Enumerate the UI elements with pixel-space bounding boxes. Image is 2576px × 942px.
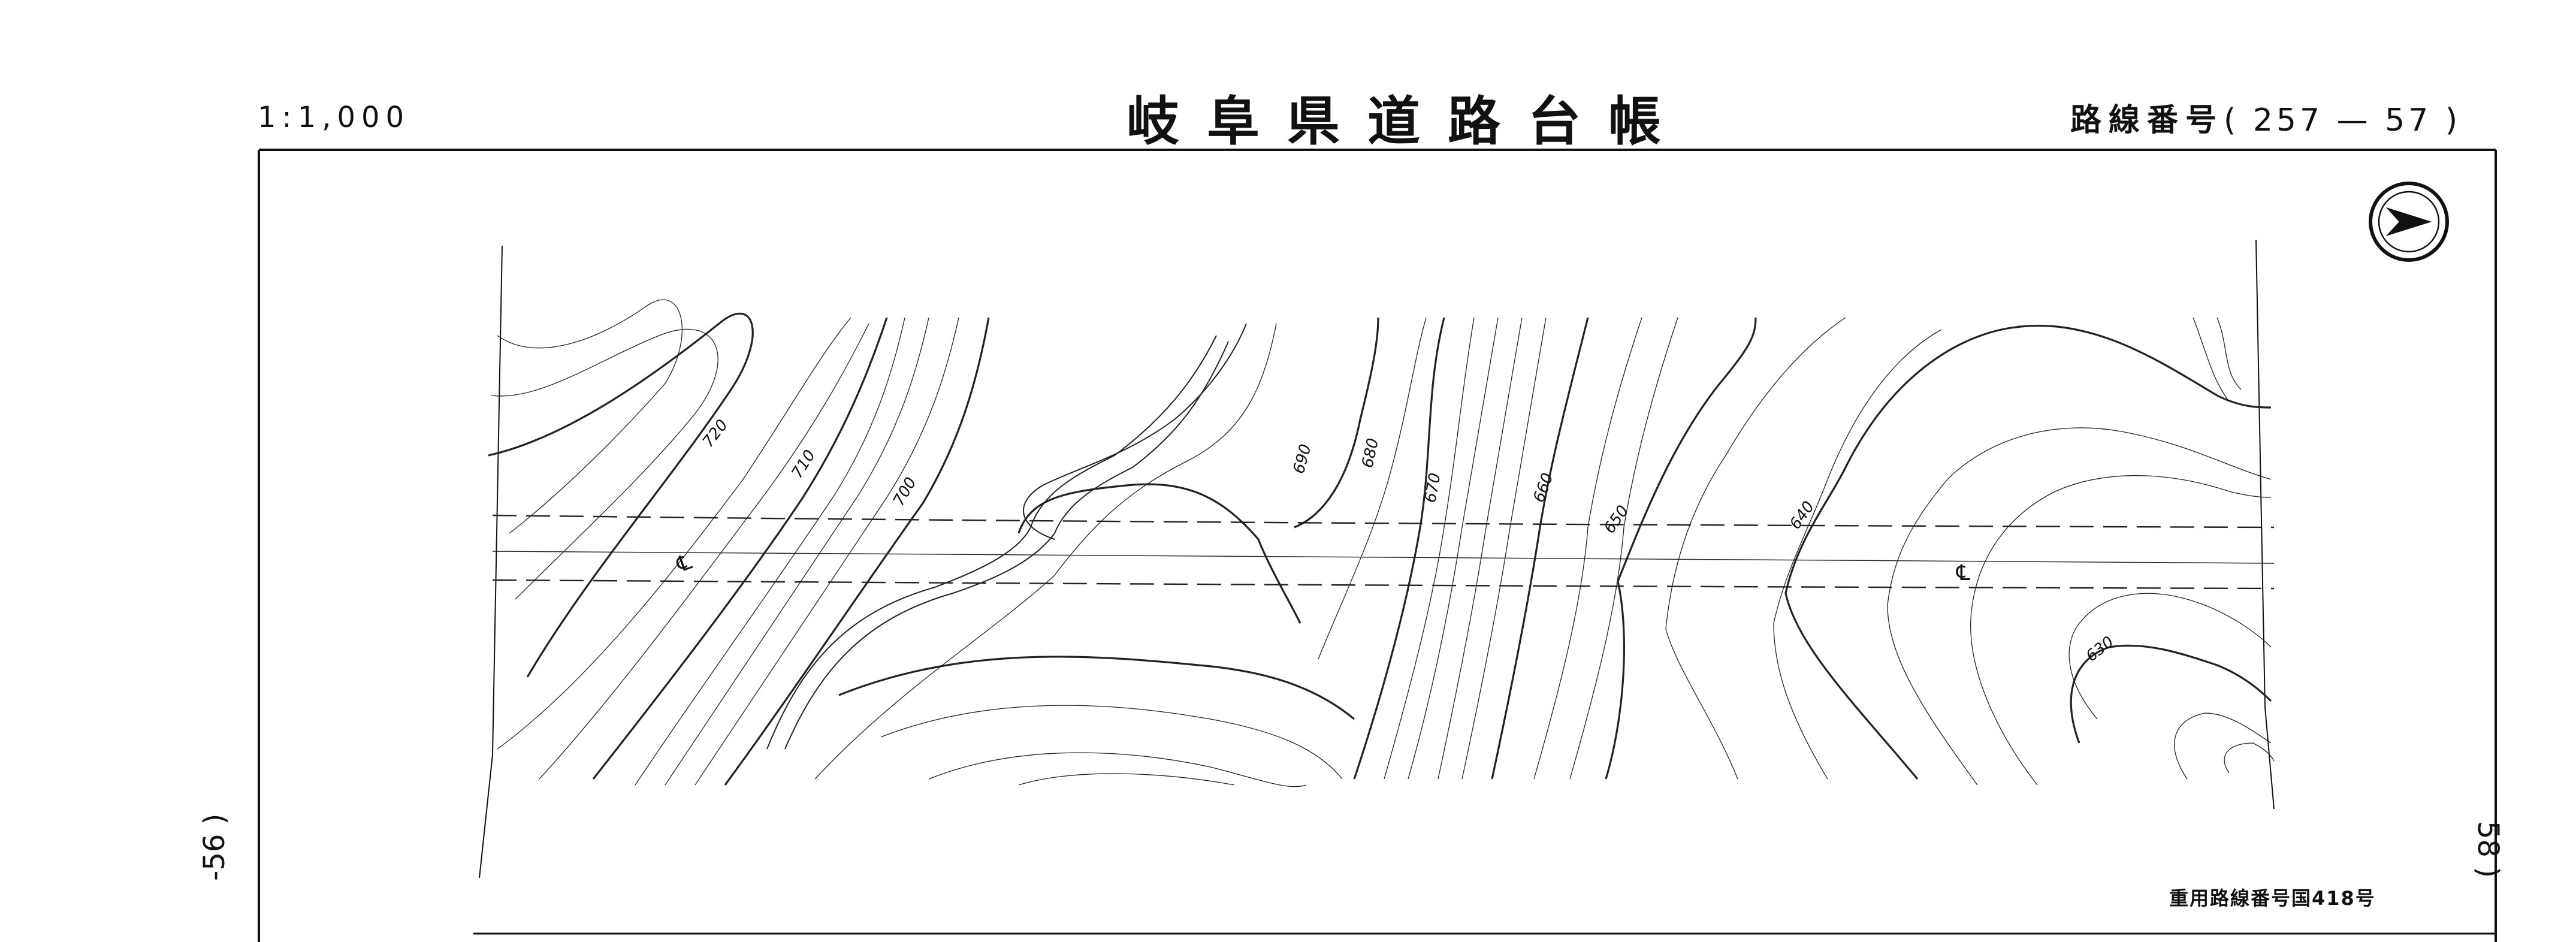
contour-label-700: 700 — [890, 475, 920, 509]
road-strip — [766, 323, 1247, 750]
route-centerline — [492, 551, 2275, 564]
sheet-frame — [258, 149, 2497, 942]
contour-label-720: 720 — [699, 416, 732, 451]
route-number-label: 路線番号 — [2070, 102, 2224, 138]
centerline-marker-left: ℄ — [673, 550, 695, 578]
route-edge-upper — [492, 514, 2275, 529]
north-arrow-icon — [2369, 182, 2449, 262]
contour-label-640: 640 — [1786, 498, 1818, 533]
contour-label-710: 710 — [788, 447, 819, 482]
centerline-marker-right: ℄ — [1956, 561, 1970, 585]
contour-label-680: 680 — [1359, 437, 1383, 470]
contour-label-660: 660 — [1530, 470, 1557, 505]
centerline-markers: ℄ ℄ — [673, 550, 1970, 585]
contour-lines — [488, 299, 2275, 787]
route-edge-lower — [492, 579, 2275, 590]
route-band — [492, 514, 2275, 590]
survey-boundary — [479, 239, 2275, 878]
route-number: 路線番号( 257 — 57 ) — [2070, 95, 2461, 140]
contour-label-690: 690 — [1290, 442, 1315, 476]
route-number-value: ( 257 — 57 ) — [2224, 102, 2462, 138]
contour-label-670: 670 — [1421, 472, 1444, 504]
page-title: 岐阜県道路台帳 — [1127, 90, 1689, 152]
map-scale: 1:1,000 — [258, 101, 410, 134]
national-route-label: 重用路線番号国418号 — [2169, 887, 2376, 910]
